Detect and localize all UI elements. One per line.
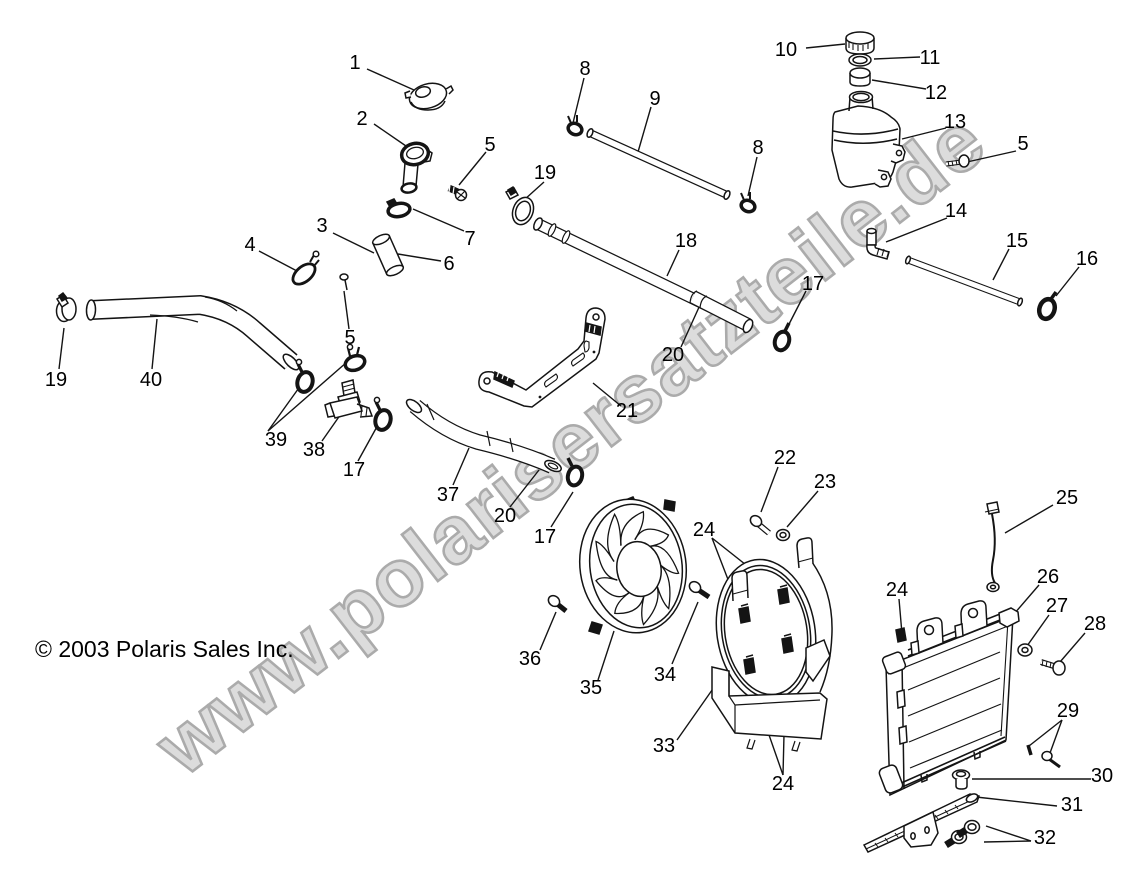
svg-text:14: 14 [945, 200, 967, 222]
svg-text:32: 32 [1034, 827, 1056, 849]
svg-text:29: 29 [1057, 700, 1079, 722]
svg-text:10: 10 [775, 39, 797, 61]
svg-text:5: 5 [1017, 133, 1028, 155]
svg-text:4: 4 [244, 234, 255, 256]
svg-text:25: 25 [1056, 487, 1078, 509]
svg-text:12: 12 [925, 82, 947, 104]
svg-text:18: 18 [675, 230, 697, 252]
svg-text:1: 1 [349, 52, 360, 74]
svg-text:22: 22 [774, 447, 796, 469]
svg-text:16: 16 [1076, 248, 1098, 270]
svg-text:24: 24 [772, 773, 794, 795]
svg-text:5: 5 [484, 134, 495, 156]
svg-text:6: 6 [443, 253, 454, 275]
svg-text:30: 30 [1091, 765, 1113, 787]
svg-text:31: 31 [1061, 794, 1083, 816]
svg-text:19: 19 [534, 162, 556, 184]
svg-text:20: 20 [494, 505, 516, 527]
svg-text:20: 20 [662, 344, 684, 366]
svg-text:23: 23 [814, 471, 836, 493]
svg-text:17: 17 [343, 459, 365, 481]
svg-text:36: 36 [519, 648, 541, 670]
svg-text:26: 26 [1037, 566, 1059, 588]
svg-text:19: 19 [45, 369, 67, 391]
svg-text:28: 28 [1084, 613, 1106, 635]
svg-text:8: 8 [752, 137, 763, 159]
svg-text:21: 21 [616, 400, 638, 422]
svg-text:37: 37 [437, 484, 459, 506]
svg-text:40: 40 [140, 369, 162, 391]
svg-text:24: 24 [693, 519, 715, 541]
svg-text:27: 27 [1046, 595, 1068, 617]
svg-text:35: 35 [580, 677, 602, 699]
svg-text:34: 34 [654, 664, 676, 686]
svg-text:24: 24 [886, 579, 908, 601]
svg-text:3: 3 [316, 215, 327, 237]
svg-text:15: 15 [1006, 230, 1028, 252]
svg-text:17: 17 [802, 273, 824, 295]
svg-text:8: 8 [579, 58, 590, 80]
svg-text:5: 5 [344, 327, 355, 349]
svg-text:13: 13 [944, 111, 966, 133]
svg-text:7: 7 [464, 228, 475, 250]
svg-text:17: 17 [534, 526, 556, 548]
svg-text:33: 33 [653, 735, 675, 757]
svg-text:© 2003 Polaris Sales Inc.: © 2003 Polaris Sales Inc. [35, 636, 294, 662]
svg-text:9: 9 [649, 88, 660, 110]
svg-text:39: 39 [265, 429, 287, 451]
svg-text:11: 11 [920, 47, 941, 69]
svg-text:38: 38 [303, 439, 325, 461]
svg-text:2: 2 [356, 108, 367, 130]
